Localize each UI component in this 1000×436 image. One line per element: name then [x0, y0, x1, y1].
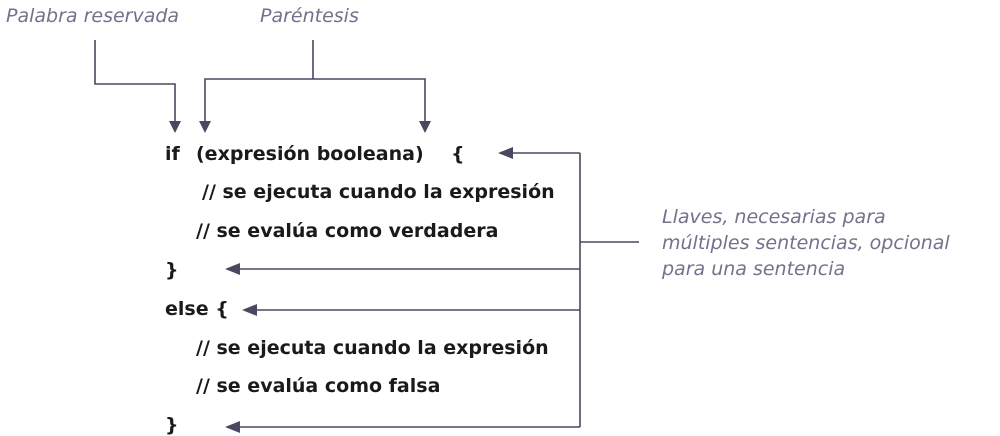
close-brace-if: } — [165, 259, 179, 281]
else-comment-line-1: // se ejecuta cuando la expresión — [196, 337, 549, 359]
braces-note: Llaves, necesarias para múltiples senten… — [662, 204, 950, 282]
else-comment-line-2: // se evalúa como falsa — [196, 375, 441, 397]
open-brace: { — [451, 143, 465, 165]
arrowhead-paren-close — [419, 121, 431, 133]
parentheses-connector — [204, 40, 426, 122]
reserved-word-label: Palabra reservada — [6, 5, 180, 27]
braces-note-line-3: para una sentencia — [662, 258, 846, 280]
if-comment-line-1: // se ejecuta cuando la expresión — [202, 181, 555, 203]
if-keyword: if — [165, 143, 180, 165]
parentheses-label: Paréntesis — [260, 5, 359, 27]
condition-expression: (expresión booleana) — [196, 143, 424, 165]
arrowhead-close-brace-2 — [225, 421, 240, 433]
arrowhead-open-brace — [498, 147, 513, 159]
arrowhead-else-brace — [242, 304, 257, 316]
braces-note-line-1: Llaves, necesarias para — [662, 206, 886, 228]
if-comment-line-2: // se evalúa como verdadera — [196, 220, 499, 242]
braces-note-line-2: múltiples sentencias, opcional — [662, 232, 950, 254]
arrowhead-reserved-word — [169, 121, 181, 133]
else-line: else { — [165, 298, 229, 320]
close-brace-else: } — [165, 414, 179, 436]
arrowhead-close-brace-1 — [225, 263, 240, 275]
arrowhead-paren-open — [199, 121, 211, 133]
reserved-word-connector — [94, 40, 176, 122]
